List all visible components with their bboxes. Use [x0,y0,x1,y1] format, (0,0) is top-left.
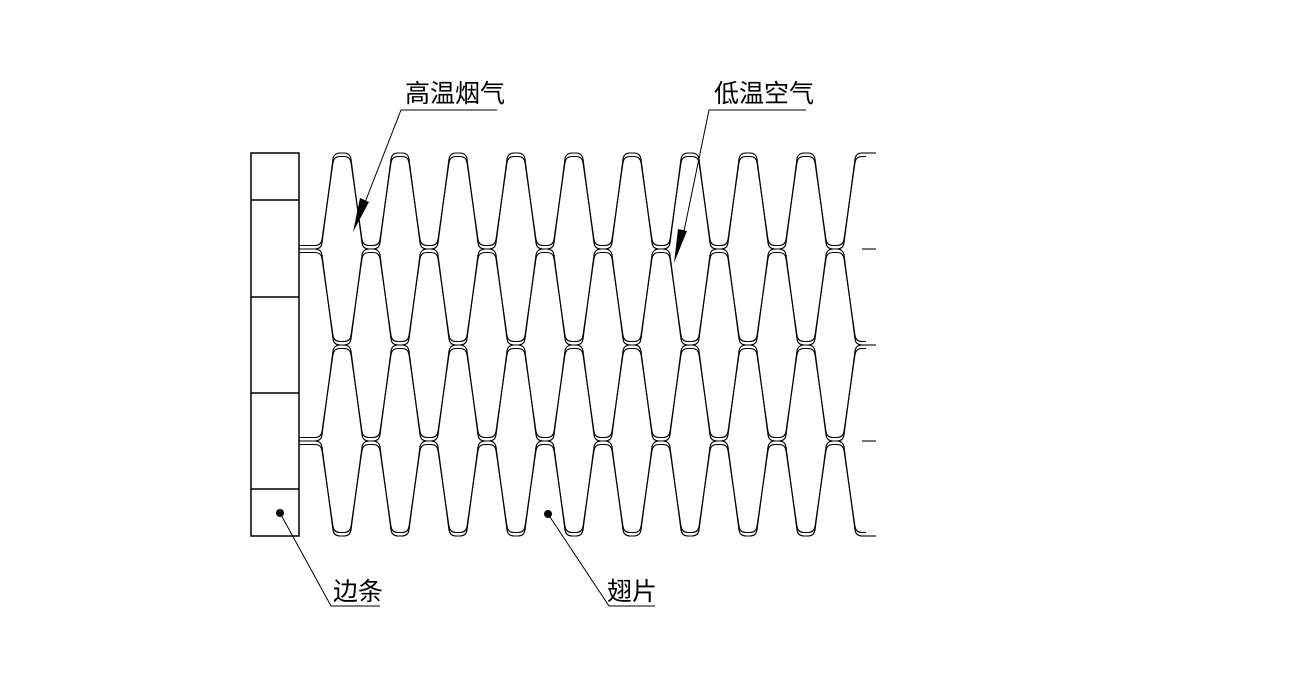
fin-leader-line [547,513,655,607]
hot-flue-gas-arrow [353,198,369,232]
fin-label: 翅片 [607,577,657,606]
edge-strip-label: 边条 [333,577,383,606]
fin-wave-line [299,248,866,346]
fin-wave-line [299,152,866,250]
cold-air-leader [674,109,806,263]
cold-air-leader-line [682,109,806,237]
fin-wave-line [299,443,866,534]
fin-corrugation [299,152,876,537]
fin-leader [544,510,655,607]
fin-wave-line [299,344,866,442]
cold-air-label: 低温空气 [714,79,814,108]
edge-strip-leader-line [279,512,380,607]
hot-flue-gas-leader-line [363,109,497,206]
fin-wave-line [299,440,866,537]
fin-wave-line [299,251,866,343]
edge-strip-outline [250,152,300,537]
edge-strip-leader [276,509,380,607]
hot-flue-gas-leader [353,109,497,232]
cold-air-arrow [674,229,687,263]
fin-wave-line [299,347,866,439]
edge-strip [250,152,300,537]
fin-wave-line [299,155,866,247]
hot-flue-gas-label: 高温烟气 [405,79,505,108]
